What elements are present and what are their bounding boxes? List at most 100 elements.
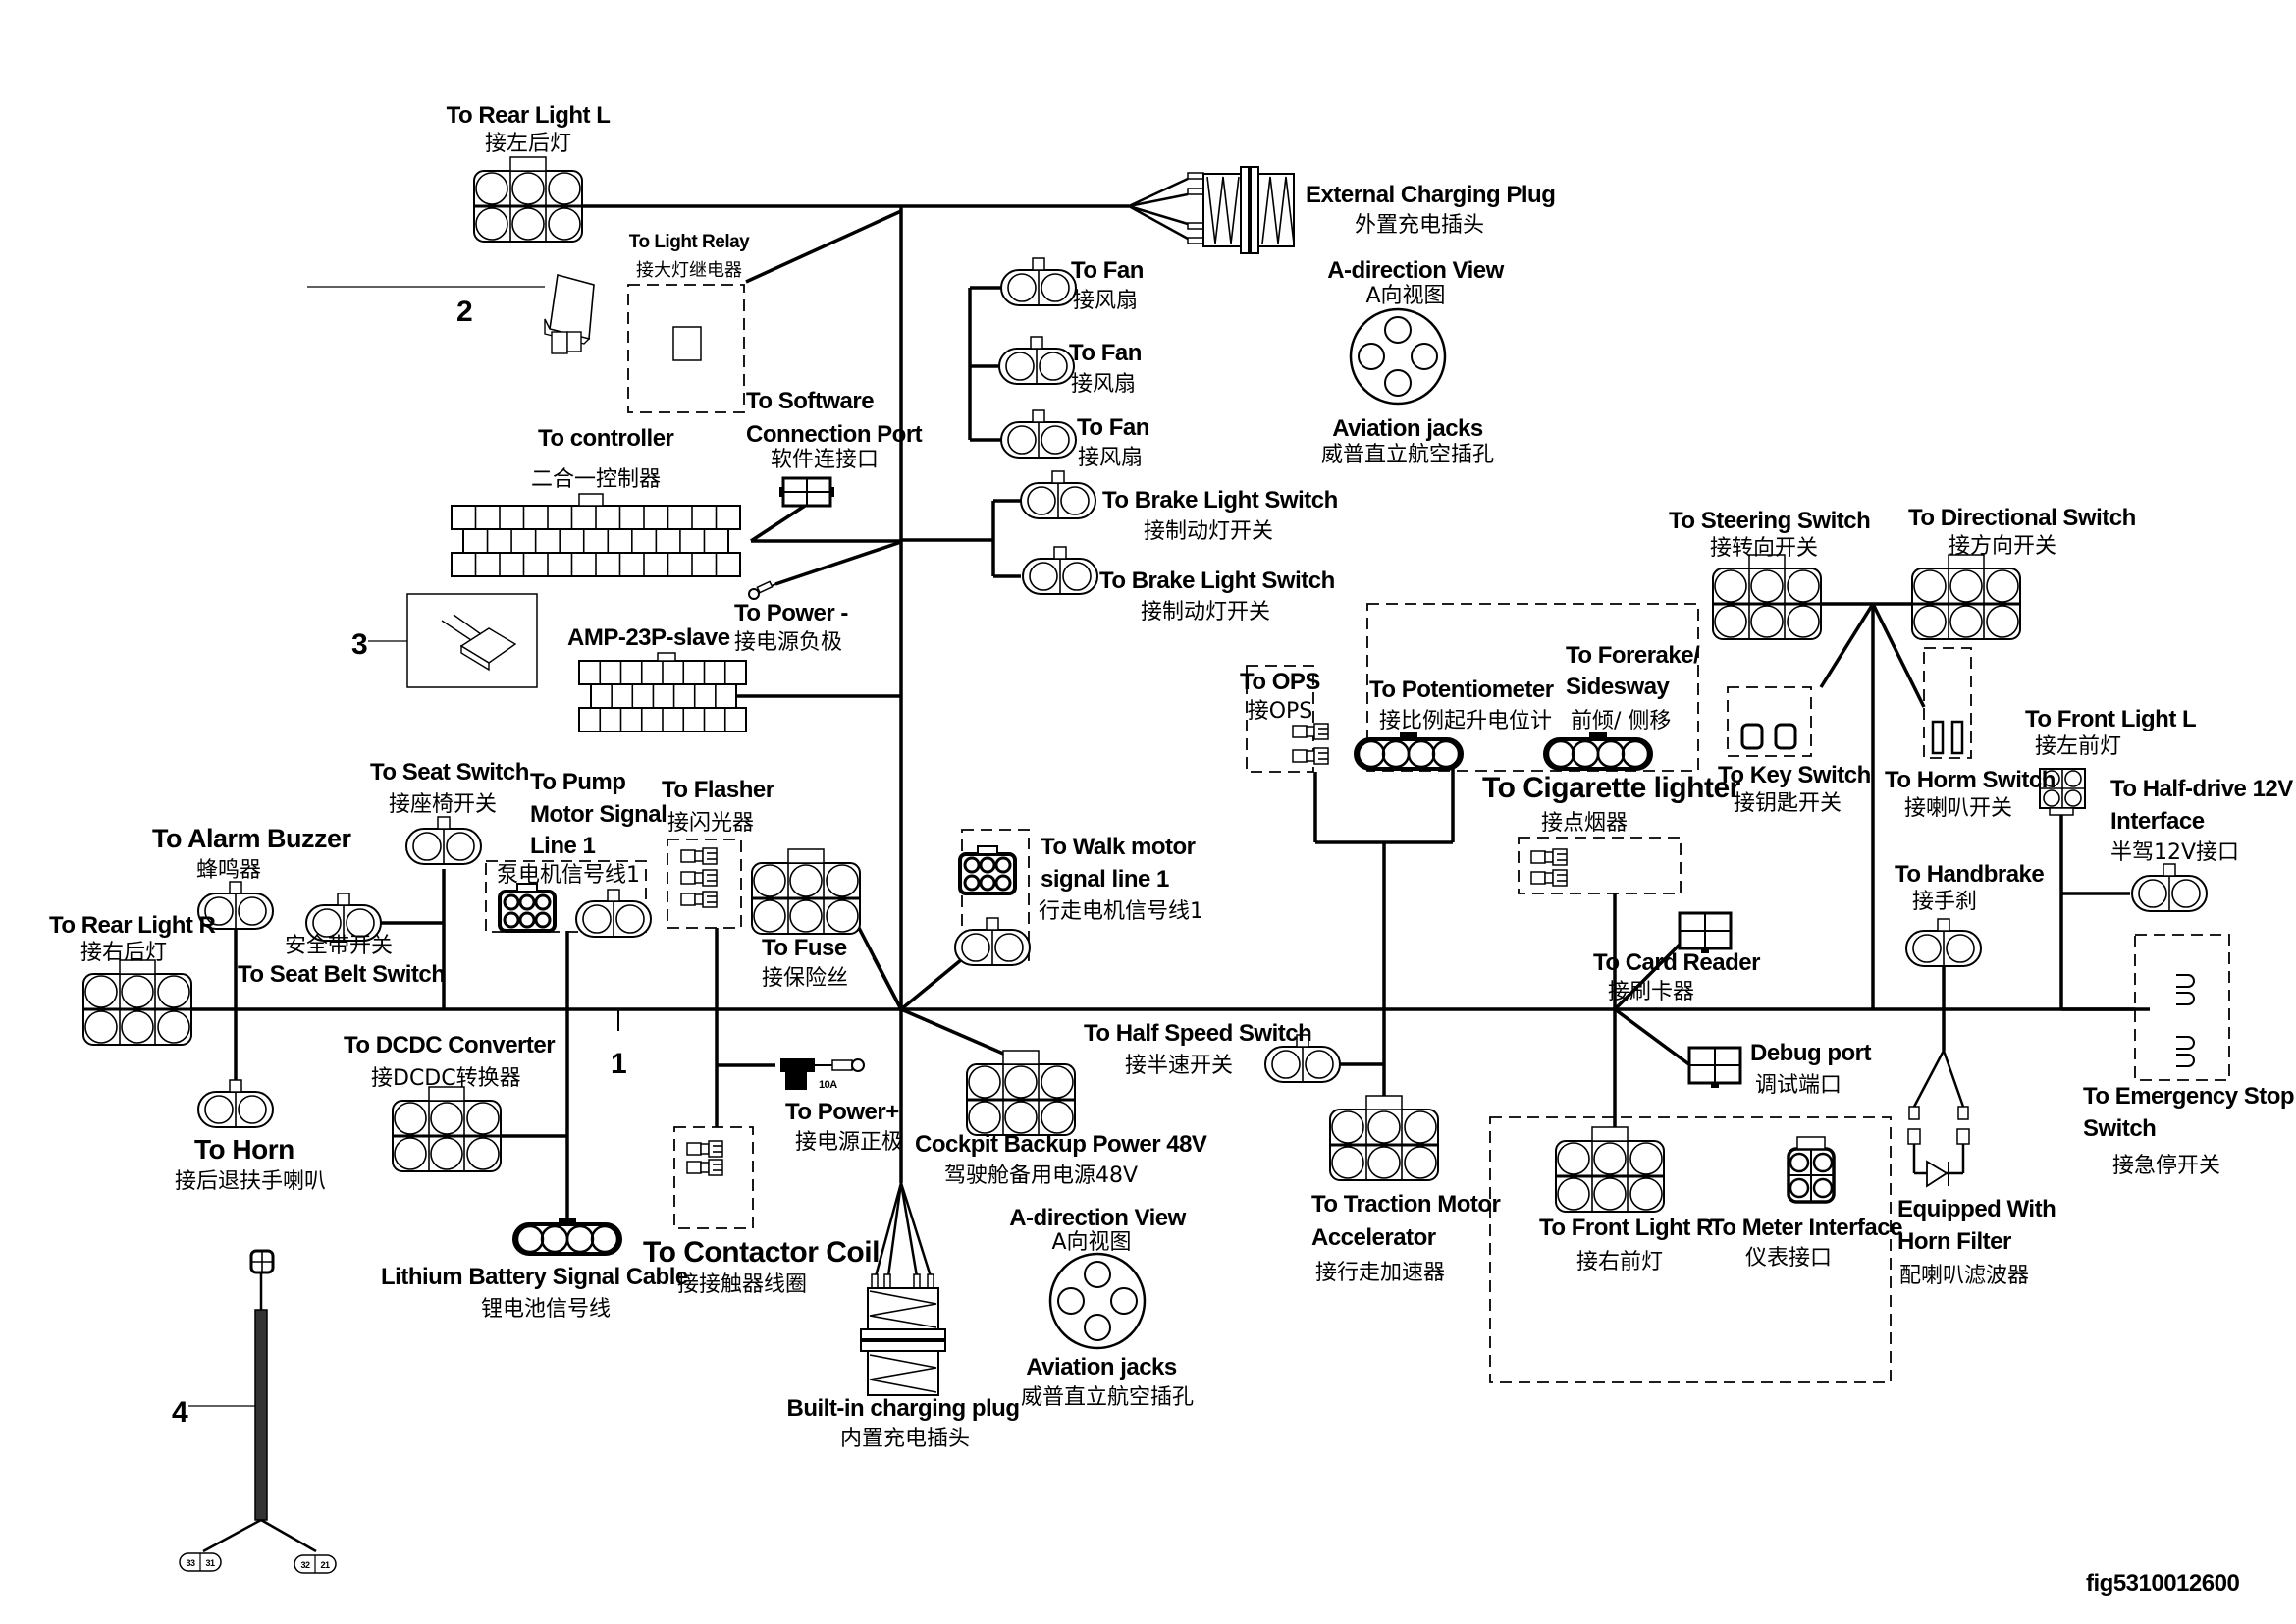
harness-pin-label: 21 (320, 1560, 330, 1570)
harness-pin-label: 32 (300, 1560, 310, 1570)
handbrake-cn: 接手刹 (1912, 890, 1977, 914)
half-drive-label-1: To Half-drive 12V (2110, 776, 2293, 802)
handbrake-label: To Handbrake (1895, 861, 2044, 888)
traction-accelerator-label-2: Accelerator (1311, 1224, 1436, 1251)
fan-3-label: To Fan (1077, 414, 1149, 441)
software-port-label-2: Connection Port (746, 421, 923, 448)
callout-4: 4 (172, 1396, 188, 1429)
external-charging-plug-icon (1187, 166, 1295, 254)
seat-belt-label: To Seat Belt Switch (238, 961, 445, 988)
software-port-label-1: To Software (746, 388, 874, 414)
horn-switch-terminals-icon (1931, 720, 1964, 755)
harness-item-4 (179, 1249, 337, 1574)
a-view-top-label: A-direction View (1327, 257, 1504, 284)
alarm-buzzer-label: To Alarm Buzzer (152, 824, 352, 853)
ops-label: To OPS (1240, 669, 1320, 695)
a-view-bottom-cn: A向视图 (1051, 1230, 1131, 1255)
card-reader-cn: 接刷卡器 (1608, 980, 1694, 1004)
horn-filter-label-2: Horn Filter (1897, 1228, 2011, 1255)
pump-signal-label-1: To Pump (530, 769, 625, 795)
callout-1: 1 (611, 1048, 627, 1080)
emergency-stop-terminals-icon (2176, 974, 2195, 1067)
fan-1-cn: 接风扇 (1073, 289, 1138, 313)
key-switch-box (1727, 686, 1812, 757)
fan-3-cn: 接风扇 (1078, 446, 1143, 470)
a-view-top-cn: A向视图 (1365, 284, 1445, 308)
software-port-cn: 软件连接口 (771, 448, 879, 472)
seat-switch-connector (405, 816, 482, 865)
front-light-l-label: To Front Light L (2025, 706, 2196, 732)
power-positive-label: To Power+ (785, 1099, 899, 1125)
directional-switch-cn: 接方向开关 (1949, 534, 2056, 559)
front-light-meter-box (1489, 1116, 1892, 1383)
walk-motor-2pin-connector (954, 917, 1031, 966)
half-speed-label: To Half Speed Switch (1084, 1020, 1311, 1047)
cigarette-label: To Cigarette lighter (1482, 772, 1741, 804)
amp-grid (599, 661, 726, 731)
potentiometer-cn: 接比例起升电位计 (1379, 709, 1552, 733)
directional-switch-connector (1910, 553, 2022, 641)
emergency-stop-label-1: To Emergency Stop (2083, 1083, 2294, 1110)
cockpit-power-cn: 驾驶舱备用电源48V (944, 1164, 1138, 1188)
front-light-l-cn: 接左前灯 (2035, 734, 2121, 759)
rear-light-r-cn: 接右后灯 (80, 941, 167, 965)
flasher-box (667, 839, 742, 929)
seat-switch-cn: 接座椅开关 (389, 792, 497, 817)
half-drive-label-2: Interface (2110, 808, 2205, 835)
emergency-stop-box (2134, 934, 2230, 1081)
ops-cn: 接OPS (1248, 699, 1313, 724)
walk-motor-label-1: To Walk motor (1041, 834, 1196, 860)
builtin-plug-label: Built-in charging plug (787, 1395, 1020, 1422)
ops-terminal-1 (1292, 723, 1329, 740)
ops-terminal-2 (1292, 747, 1329, 765)
forerake-label-1: To Forerake/ (1566, 642, 1700, 669)
pump-6pin-connector (498, 882, 557, 933)
debug-port-label: Debug port (1750, 1040, 1871, 1066)
controller-cn: 二合一控制器 (531, 467, 661, 492)
front-light-r-connector (1554, 1125, 1666, 1214)
fuse-cn: 接保险丝 (762, 966, 848, 991)
traction-accelerator-connector (1328, 1094, 1440, 1182)
power-positive-fuse-icon (780, 1058, 865, 1090)
debug-port-cn: 调试端口 (1755, 1073, 1842, 1098)
contactor-coil-box (673, 1126, 754, 1229)
contactor-coil-label: To Contactor Coil (643, 1236, 880, 1269)
power-positive-cn: 接电源正极 (795, 1130, 903, 1155)
steering-switch-connector (1711, 553, 1823, 641)
meter-interface-label: To Meter Interface (1710, 1215, 1902, 1241)
contactor-terminal-1 (686, 1140, 723, 1158)
rear-light-l-label: To Rear Light L (447, 102, 611, 129)
controller-grid (474, 506, 718, 576)
horn-cn: 接后退扶手喇叭 (175, 1169, 326, 1194)
a-view-bottom-label: A-direction View (1009, 1205, 1186, 1231)
forerake-cn: 前倾/ 侧移 (1571, 709, 1671, 733)
seat-switch-label: To Seat Switch (370, 759, 529, 785)
ops-box (1246, 665, 1314, 773)
power-negative-label: To Power - (734, 600, 848, 626)
horn-connector (197, 1079, 274, 1128)
light-relay-cn: 接大灯继电器 (636, 260, 742, 281)
callout-2: 2 (456, 296, 473, 328)
aviation-jacks-top-label: Aviation jacks (1332, 415, 1483, 442)
directional-switch-label: To Directional Switch (1908, 505, 2136, 531)
horn-filter-cn: 配喇叭滤波器 (1899, 1264, 2029, 1288)
fuse-label: To Fuse (762, 935, 847, 961)
rear-light-l-connector (472, 155, 584, 244)
light-relay-box (627, 284, 745, 413)
half-speed-cn: 接半速开关 (1125, 1054, 1233, 1078)
external-charging-plug-cn: 外置充电插头 (1355, 213, 1484, 238)
relay-icon (544, 273, 595, 354)
brake-switch-1-label: To Brake Light Switch (1102, 487, 1338, 514)
dcdc-cn: 接DCDC转换器 (371, 1066, 521, 1091)
lithium-signal-label: Lithium Battery Signal Cable (381, 1264, 688, 1290)
fuse-connector (750, 847, 862, 936)
handbrake-connector (1905, 918, 1982, 967)
pump-signal-cn: 泵电机信号线1 (497, 863, 640, 888)
labels: To Rear Light L 接左后灯 To Light Relay 接大灯继… (49, 102, 2295, 1597)
cigarette-terminal-1 (1530, 848, 1568, 866)
software-port-icon (779, 476, 834, 508)
brake-switch-2-label: To Brake Light Switch (1099, 568, 1335, 594)
horn-switch-cn: 接喇叭开关 (1904, 796, 2012, 821)
cigarette-terminal-2 (1530, 869, 1568, 887)
walk-motor-6pin-connector (958, 844, 1017, 895)
